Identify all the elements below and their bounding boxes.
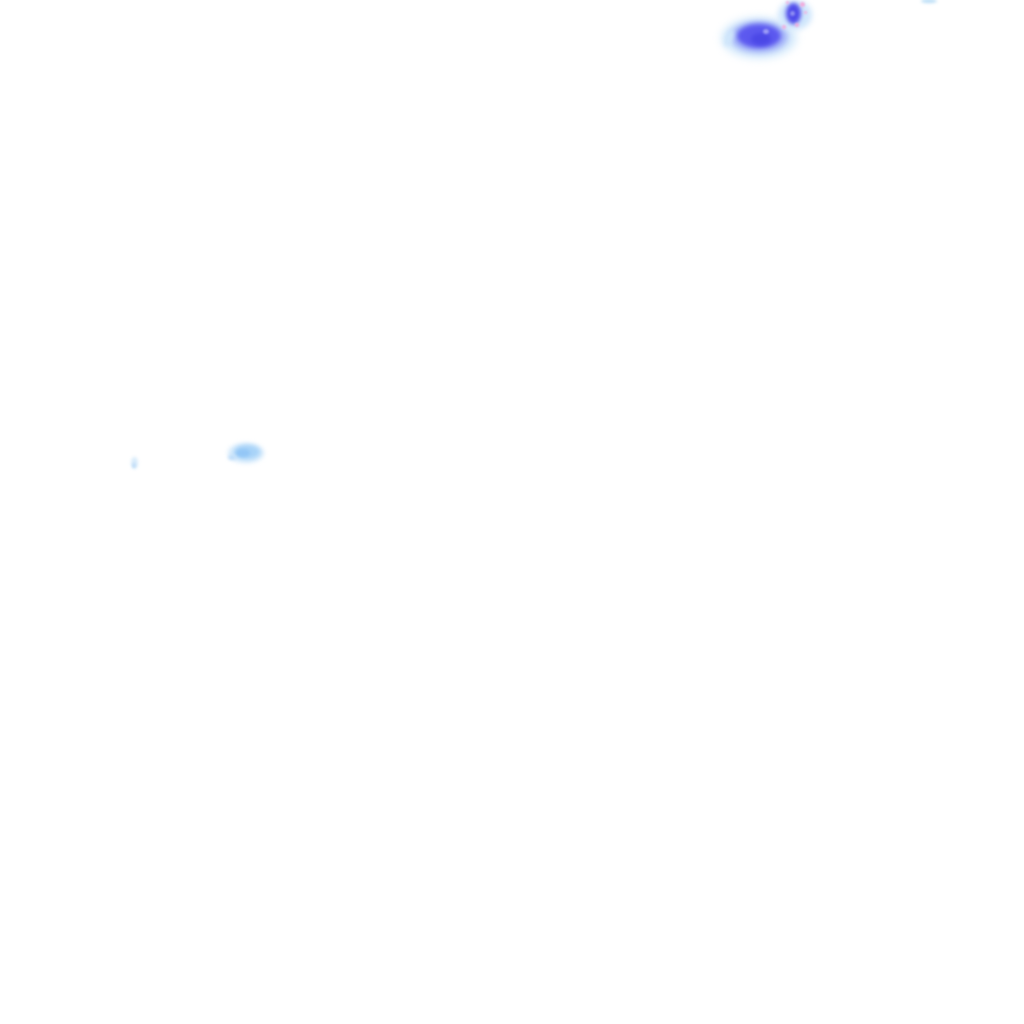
radar-echo-main-tail [722, 28, 736, 48]
radar-echo-main-core [737, 24, 781, 48]
radar-echo-upper-inner-spot [789, 10, 795, 16]
radar-echo-upper-halo [778, 0, 812, 30]
radar-echo-left-point [228, 454, 236, 460]
radar-echo-tiny-faint-core [132, 462, 136, 468]
radar-echo-pink-speck-5 [782, 25, 786, 29]
radar-echo-main-heavy-patch [751, 33, 771, 45]
radar-echo-pink-speck-4 [795, 23, 799, 27]
radar-echo-upper-core [785, 2, 801, 24]
radar-echo-left-deep [236, 449, 250, 457]
radar-echo-main-halo [721, 17, 797, 59]
radar-echo-tiny-faint [130, 457, 138, 469]
radar-echo-pink-speck-3 [803, 10, 807, 14]
radar-echo-main-inner-speck [763, 28, 769, 34]
radar-echo-left-halo [228, 443, 264, 463]
radar-echo-pink-speck-1 [799, 1, 805, 7]
radar-echo-main-light [730, 21, 788, 53]
radar-echo-left-core [234, 445, 260, 459]
radar-echo-pink-speck-2 [785, 0, 789, 4]
radar-echo-top-edge-smudge [921, 0, 937, 3]
